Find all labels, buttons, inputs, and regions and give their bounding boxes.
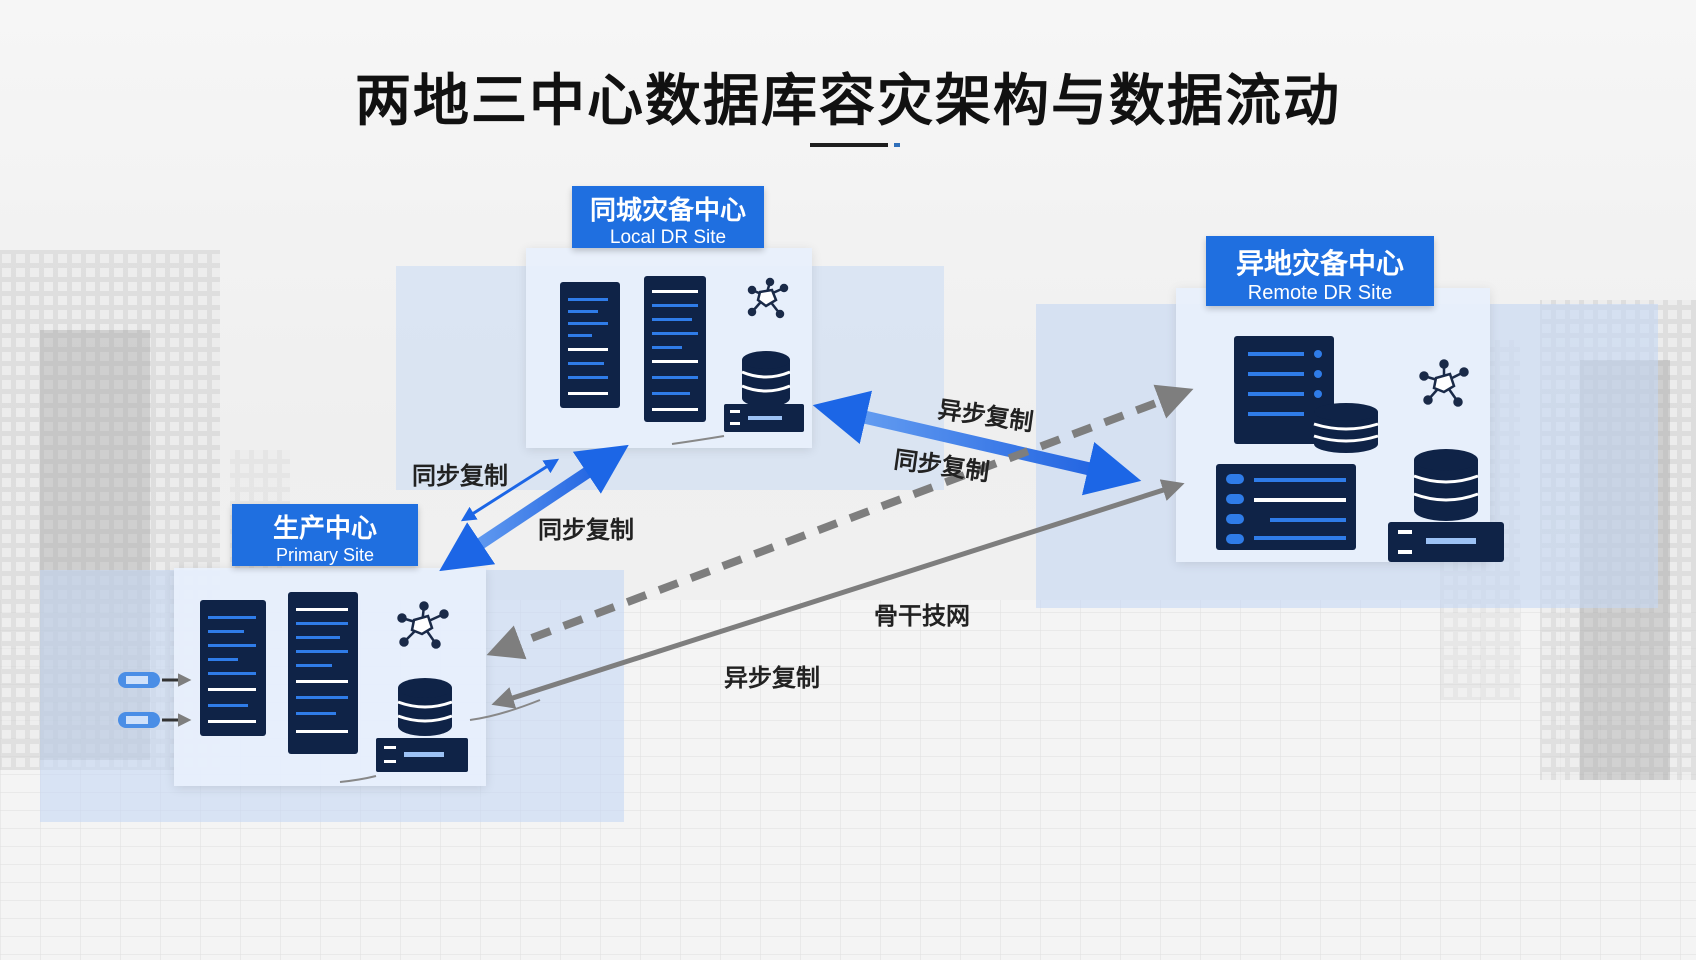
title-underline (810, 143, 888, 147)
remote-storage-array (1216, 464, 1356, 550)
primary-site-name-en: Primary Site (275, 545, 374, 565)
primary-network-hub-icon (397, 601, 449, 649)
remote-database-small-icon (1313, 403, 1379, 453)
primary-site-name-cn: 生产中心 (272, 514, 377, 544)
client-node-icon-1 (118, 672, 192, 688)
remote-site-name-cn: 异地灾备中心 (1235, 247, 1404, 280)
primary-server-rack-1 (200, 600, 266, 736)
primary-site-label: 生产中心 Primary Site (232, 504, 418, 566)
remote-site-label: 异地灾备中心 Remote DR Site (1206, 236, 1434, 306)
remote-database-icon (1413, 449, 1479, 521)
local-network-hub-icon (747, 277, 789, 319)
remote-server-unit (1234, 336, 1334, 444)
edge-label-async-lower: 异步复制 (724, 664, 820, 692)
remote-network-hub-icon (1419, 359, 1469, 407)
client-node-icon-2 (118, 712, 192, 728)
primary-database-icon (397, 678, 453, 736)
local-site-name-en: Local DR Site (609, 227, 727, 248)
remote-site-name-en: Remote DR Site (1247, 282, 1393, 304)
remote-storage-device-icon (1388, 522, 1504, 562)
page-title: 两地三中心数据库容灾架构与数据流动 (355, 69, 1341, 134)
local-server-rack-1 (560, 282, 620, 408)
edge-label-network: 骨干技网 (874, 602, 970, 630)
local-database-icon (741, 351, 791, 407)
title-accent-dot (894, 143, 900, 147)
edge-label-sync-left: 同步复制 (412, 462, 508, 490)
async-arrow-remote-primary (491, 479, 1185, 709)
local-site-name-cn: 同城灾备中心 (589, 196, 746, 226)
local-server-rack-2 (644, 276, 706, 422)
primary-server-rack-2 (288, 592, 358, 754)
edge-label-sync-center: 同步复制 (538, 516, 634, 544)
local-site-label: 同城灾备中心 Local DR Site (572, 186, 764, 248)
